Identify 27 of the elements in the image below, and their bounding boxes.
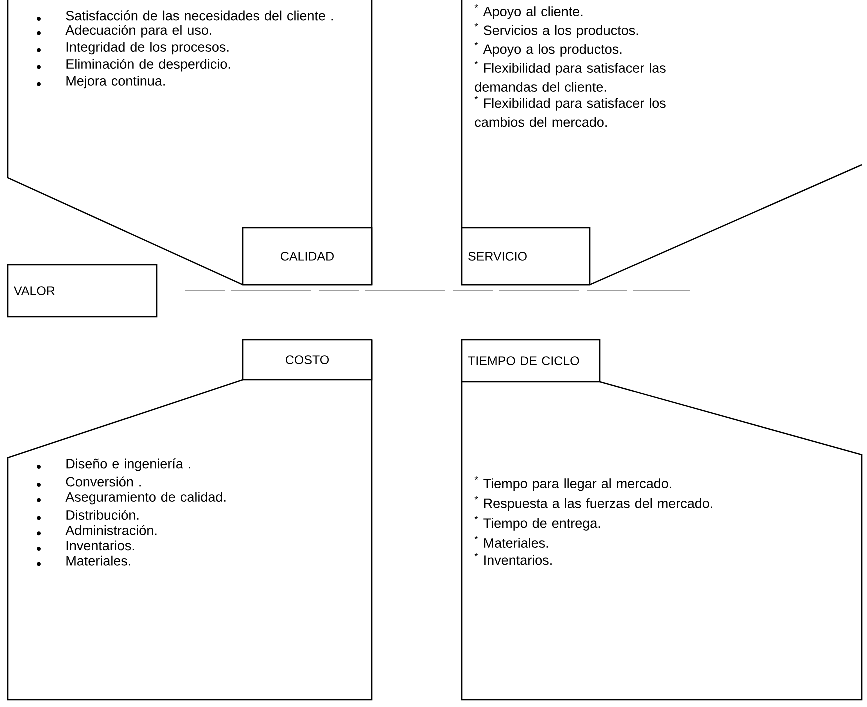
label-box: COSTO — [242, 339, 373, 381]
label-box: TIEMPO DE CICLO — [461, 339, 601, 383]
list-item: Administración. — [66, 525, 157, 536]
list-item: Distribución. — [66, 510, 139, 520]
list-item: $^{*}$ Materiales. — [474, 536, 548, 548]
list-item: Aseguramiento de calidad. — [66, 492, 226, 505]
label-box: CALIDAD — [242, 227, 373, 286]
list-item: $^{*}$ Inventarios. — [474, 553, 552, 566]
list-item: Materiales. — [66, 556, 130, 566]
list-item: $^{*}$ Flexibilidad para satisfacer los cambios del mercado. — [474, 96, 666, 128]
list-item: $^{*}$ Tiempo de entrega. — [474, 516, 600, 531]
list-item: $^{*}$ Apoyo al cliente. — [474, 4, 583, 20]
list-item: Mejora continua. — [66, 76, 165, 89]
list-item: Conversión . — [66, 476, 141, 487]
label-box: SERVICIO — [461, 227, 591, 286]
list-item: Integridad de los procesos. — [66, 42, 229, 55]
list-item: $^{*}$ Flexibilidad para satisfacer las demandas del cliente. — [474, 61, 666, 92]
list-item: Inventarios. — [66, 540, 134, 551]
label-box: VALOR — [7, 264, 158, 318]
list-item: $^{*}$ Servicios a los productos. — [474, 23, 638, 38]
list-item: $^{*}$ Apoyo a los productos. — [474, 42, 622, 57]
list-item: $^{*}$ Respuesta a las fuerzas del mercado. — [474, 496, 712, 512]
list-item: $^{*}$ Tiempo para llegar al mercado. — [474, 476, 672, 492]
list-item: Adecuación para el uso. — [66, 25, 212, 38]
list-item: Satisfacción de las necesidades del cliente . — [66, 10, 334, 21]
list-item: Diseño e ingeniería . — [66, 458, 190, 472]
list-item: Eliminación de desperdicio. — [66, 58, 230, 72]
